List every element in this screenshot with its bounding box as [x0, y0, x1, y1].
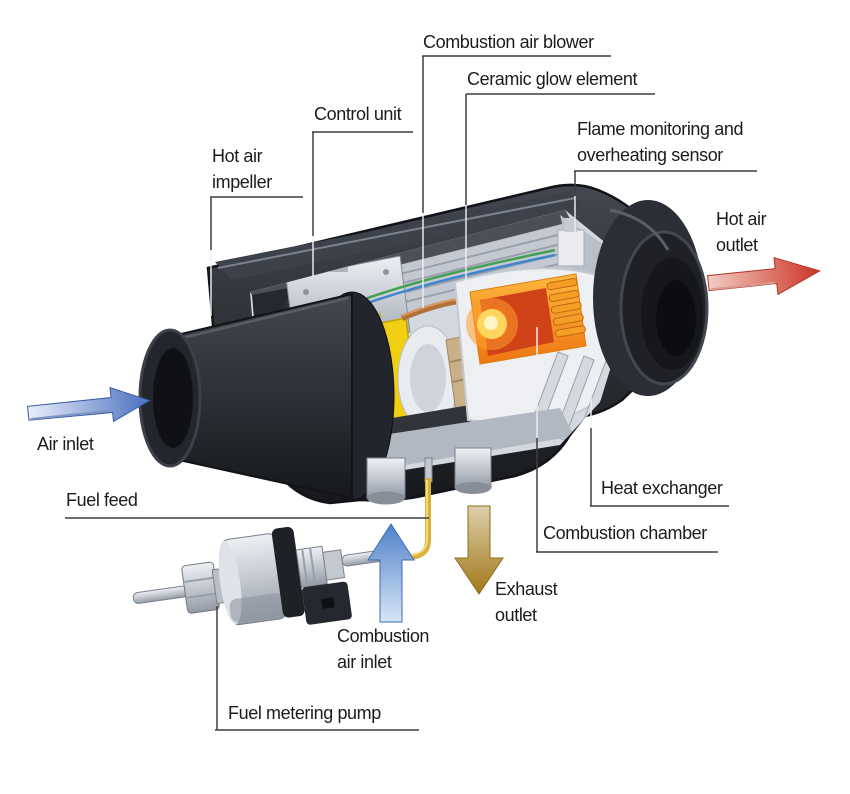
label-ceramic-glow-element: Ceramic glow element	[467, 69, 638, 89]
flame-sensor-part	[557, 218, 585, 267]
combustion-air-intake-pipe	[366, 457, 406, 499]
air-inlet-arrow-icon	[26, 386, 151, 423]
combustion-air-inlet-arrow-icon	[367, 523, 415, 623]
label-control-unit: Control unit	[314, 104, 402, 124]
bottom-pipes	[366, 447, 492, 505]
leader-lines	[65, 55, 757, 731]
label-hot-air-outlet: Hot air outlet	[716, 209, 767, 255]
label-hot-air-impeller: Hot air impeller	[212, 146, 272, 192]
leader-lines-over-body	[210, 196, 592, 438]
label-fuel-feed: Fuel feed	[66, 490, 138, 510]
fuel-metering-pump-part	[132, 526, 397, 626]
exhaust-outlet-arrow-icon	[454, 505, 504, 595]
label-combustion-air-inlet: Combustion air inlet	[337, 626, 430, 672]
label-flame-monitoring-sensor: Flame monitoring and overheating sensor	[577, 119, 744, 165]
label-combustion-chamber: Combustion chamber	[543, 523, 707, 543]
air-inlet-funnel	[138, 291, 395, 501]
label-exhaust-outlet: Exhaust outlet	[495, 579, 558, 625]
hot-air-outlet-port	[593, 200, 709, 396]
exhaust-pipe	[454, 447, 492, 489]
combustion-chamber-part	[466, 273, 587, 365]
label-air-inlet: Air inlet	[37, 434, 94, 454]
label-heat-exchanger: Heat exchanger	[601, 478, 723, 498]
label-fuel-metering-pump: Fuel metering pump	[228, 703, 381, 723]
casing-rim-highlight	[217, 197, 576, 269]
label-combustion-air-blower: Combustion air blower	[423, 32, 594, 52]
hot-air-outlet-arrow-icon	[707, 256, 821, 296]
